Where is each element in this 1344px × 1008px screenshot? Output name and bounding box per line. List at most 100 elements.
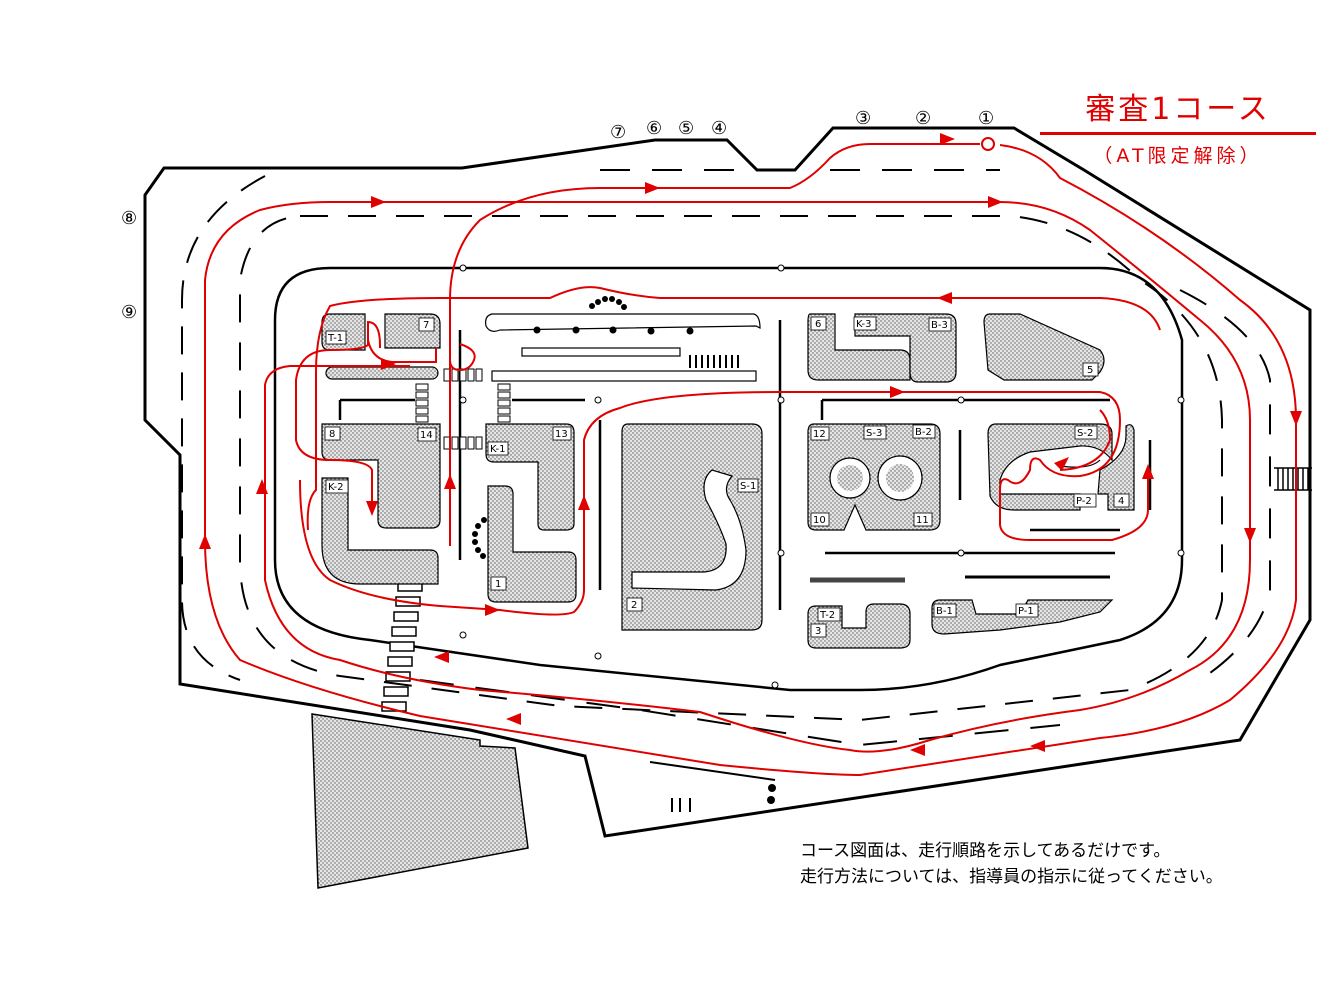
route-up xyxy=(449,143,980,546)
svg-text:B-3: B-3 xyxy=(931,320,948,331)
point-marker-3: ③ xyxy=(855,108,871,129)
label-b1: B-1 xyxy=(933,603,957,618)
svg-text:K-1: K-1 xyxy=(490,444,505,455)
block-12 xyxy=(807,423,941,531)
label-p1: P-1 xyxy=(1015,603,1039,618)
driving-route xyxy=(204,143,1297,777)
label-t1: T-1 xyxy=(325,330,347,345)
junction-markers xyxy=(459,264,1185,689)
label-4: 4 xyxy=(1113,493,1130,508)
point-marker-8: ⑧ xyxy=(121,208,137,229)
svg-text:P-1: P-1 xyxy=(1018,606,1034,617)
course-title: 審査1コース xyxy=(1040,84,1316,135)
route-arrows xyxy=(199,133,1302,756)
label-p2: P-2 xyxy=(1073,493,1097,508)
block-6 xyxy=(807,313,911,381)
course-inner-boundary xyxy=(273,266,1184,692)
label-5: 5 xyxy=(1082,362,1099,377)
svg-text:S-1: S-1 xyxy=(740,481,756,492)
point-marker-7: ⑦ xyxy=(610,122,626,143)
block-5 xyxy=(983,313,1105,381)
block-4 xyxy=(1097,424,1135,511)
label-b3: B-3 xyxy=(928,317,952,332)
note-line-1: コース図面は、走行順路を示してあるだけです。 xyxy=(800,841,1171,861)
block-k2 xyxy=(321,477,439,585)
label-k1: K-1 xyxy=(487,441,509,456)
top-curb xyxy=(485,313,761,332)
svg-text:13: 13 xyxy=(555,429,568,440)
label-10: 10 xyxy=(810,512,830,527)
course-outer-boundary xyxy=(143,126,1312,838)
point-marker-4: ④ xyxy=(711,118,727,139)
route-inner-2 xyxy=(299,391,1149,616)
svg-text:K-3: K-3 xyxy=(856,319,871,330)
route-down xyxy=(295,340,373,510)
svg-text:5: 5 xyxy=(1087,365,1093,376)
label-3: 3 xyxy=(810,623,827,638)
label-12: 12 xyxy=(810,426,830,441)
block-8 xyxy=(321,423,441,529)
label-k3: K-3 xyxy=(853,316,877,331)
info-bar xyxy=(521,347,681,357)
inner-road-lines xyxy=(338,320,1152,610)
label-8: 8 xyxy=(324,426,341,441)
label-11: 11 xyxy=(913,512,933,527)
route-left xyxy=(306,286,1161,531)
label-s3: S-3 xyxy=(863,425,887,440)
label-6: 6 xyxy=(810,316,827,331)
start-point xyxy=(981,137,995,151)
label-s2: S-2 xyxy=(1074,425,1098,440)
label-k2: K-2 xyxy=(325,479,349,494)
bottom-markings xyxy=(649,761,776,812)
bottom-lane-dash xyxy=(419,679,1061,747)
label-14: 14 xyxy=(417,427,437,442)
label-b2: B-2 xyxy=(912,424,936,439)
title-block: 審査1コース （AT限定解除） xyxy=(1040,84,1316,168)
svg-text:14: 14 xyxy=(420,430,433,441)
svg-text:B-1: B-1 xyxy=(936,606,953,617)
svg-text:6: 6 xyxy=(815,319,821,330)
svg-text:10: 10 xyxy=(813,515,826,526)
point-marker-1: ① xyxy=(978,108,994,129)
crosswalk-right xyxy=(1274,467,1312,491)
block-s2 xyxy=(987,423,1113,511)
svg-text:4: 4 xyxy=(1118,496,1124,507)
svg-text:T-1: T-1 xyxy=(327,333,343,344)
label-1: 1 xyxy=(490,576,507,591)
svg-text:B-2: B-2 xyxy=(915,427,932,438)
svg-text:1: 1 xyxy=(495,579,501,590)
route-loop-2 xyxy=(449,343,476,372)
point-marker-6: ⑥ xyxy=(646,118,662,139)
course-subtitle: （AT限定解除） xyxy=(1093,145,1263,167)
svg-text:T-2: T-2 xyxy=(819,610,835,621)
svg-text:11: 11 xyxy=(916,515,929,526)
right-lane-dash xyxy=(1179,289,1271,681)
label-7: 7 xyxy=(418,317,435,332)
pylons xyxy=(472,296,694,559)
s1-curve xyxy=(631,469,747,591)
svg-text:8: 8 xyxy=(329,429,335,440)
label-s1: S-1 xyxy=(737,478,759,493)
label-t2: T-2 xyxy=(817,607,841,622)
svg-text:P-2: P-2 xyxy=(1076,496,1092,507)
middle-lane-dash xyxy=(239,215,1223,722)
label-2: 2 xyxy=(626,597,643,612)
outer-lane-dash xyxy=(181,175,266,681)
marker-blocks xyxy=(415,368,511,450)
point-marker-5: ⑤ xyxy=(678,118,694,139)
point-marker-2: ② xyxy=(915,108,931,129)
svg-text:12: 12 xyxy=(813,429,826,440)
note-line-2: 走行方法については、指導員の指示に従ってください。 xyxy=(800,867,1223,887)
block-1 xyxy=(487,485,577,603)
svg-text:3: 3 xyxy=(815,626,821,637)
svg-text:2: 2 xyxy=(631,600,637,611)
point-marker-9: ⑨ xyxy=(121,302,137,323)
route-cross xyxy=(1059,409,1112,471)
parking-area xyxy=(311,713,529,889)
svg-text:K-2: K-2 xyxy=(328,482,343,493)
route-start xyxy=(204,144,1297,777)
label-13: 13 xyxy=(552,426,572,441)
barcode-marks xyxy=(689,355,739,368)
svg-text:S-2: S-2 xyxy=(1077,428,1093,439)
